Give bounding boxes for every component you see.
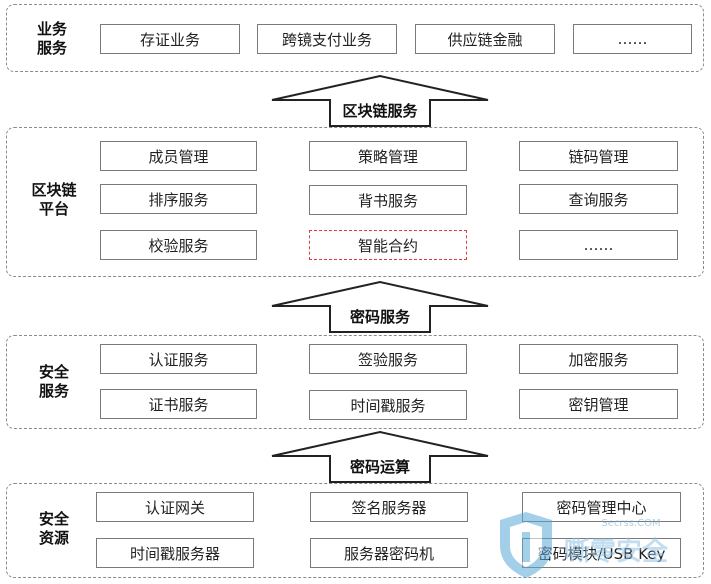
box-more-platform: …… <box>519 230 678 260</box>
layer-title-line: 服务 <box>38 382 69 400</box>
box-auth-gateway: 认证网关 <box>96 492 254 522</box>
arrow-label-crypto-operation: 密码运算 <box>349 458 410 476</box>
layer-blockchain-platform <box>6 127 704 277</box>
box-timestamp-service: 时间戳服务 <box>309 390 467 420</box>
arrow-up-blockchain-service <box>271 74 489 127</box>
box-server-crypto-machine: 服务器密码机 <box>310 538 468 568</box>
arrow-label-crypto-service: 密码服务 <box>349 308 410 326</box>
layer-title-line: 资源 <box>38 529 69 547</box>
box-key-management: 密钥管理 <box>519 389 678 419</box>
box-evidence-service: 存证业务 <box>100 24 240 54</box>
box-signature-server: 签名服务器 <box>310 492 468 522</box>
box-timestamp-server: 时间戳服务器 <box>96 538 254 568</box>
box-member-management: 成员管理 <box>100 141 257 171</box>
box-cross-border-payment: 跨镜支付业务 <box>257 24 397 54</box>
layer-title-line: 服务 <box>36 39 67 57</box>
box-policy-management: 策略管理 <box>309 141 467 171</box>
box-chaincode-management: 链码管理 <box>519 141 678 171</box>
layer-title-line: 安全 <box>38 363 69 381</box>
layer-title-business: 业务 服务 <box>22 20 82 58</box>
box-more-business: …… <box>573 24 692 54</box>
arrow-label-blockchain-service: 区块链服务 <box>342 102 418 120</box>
watermark-site: Secrss.COM <box>601 518 660 529</box>
watermark-logo: Secrss.COM 嘶零安全 <box>500 512 669 578</box>
layer-business-services <box>6 4 704 72</box>
box-crypto-management-center: 密码管理中心 <box>522 492 681 522</box>
box-supply-chain-finance: 供应链金融 <box>415 24 555 54</box>
layer-title-line: 安全 <box>38 510 69 528</box>
box-certificate-service: 证书服务 <box>100 389 257 419</box>
layer-title-security-services: 安全 服务 <box>24 363 84 401</box>
watermark-text: 嘶零安全 <box>564 536 669 567</box>
layer-security-services <box>6 335 704 429</box>
box-query-service: 查询服务 <box>519 184 678 214</box>
layer-title-security-resources: 安全 资源 <box>24 510 84 548</box>
layer-title-line: 业务 <box>36 20 67 38</box>
layer-title-line: 区块链 <box>31 181 77 199</box>
box-validation-service: 校验服务 <box>100 230 257 260</box>
layer-title-blockchain: 区块链 平台 <box>24 181 84 219</box>
box-encryption-service: 加密服务 <box>519 344 678 374</box>
arrow-up-crypto-service <box>271 280 489 333</box>
box-endorsement-service: 背书服务 <box>309 185 467 215</box>
box-smart-contract: 智能合约 <box>309 230 467 260</box>
box-ordering-service: 排序服务 <box>100 184 257 214</box>
box-signature-verification-service: 签验服务 <box>309 344 467 374</box>
box-authentication-service: 认证服务 <box>100 344 257 374</box>
layer-title-line: 平台 <box>38 200 69 218</box>
layer-security-resources <box>6 483 704 578</box>
arrow-up-crypto-operation <box>271 430 489 483</box>
